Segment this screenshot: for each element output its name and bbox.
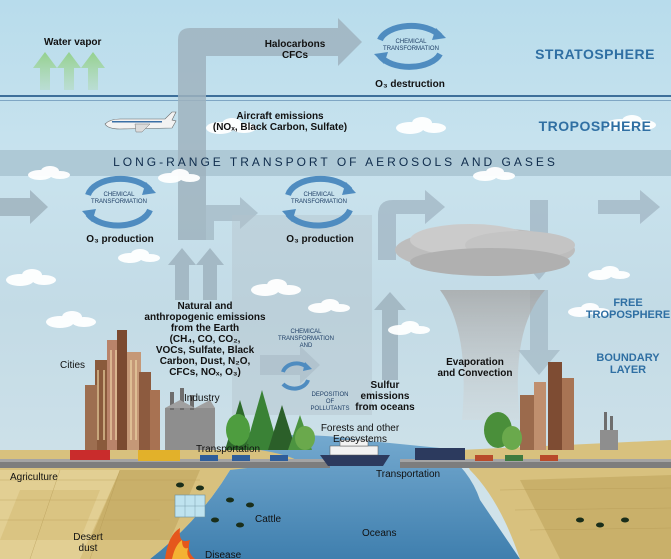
- fire-icon: [165, 528, 195, 559]
- o3-production-left: O₃ production: [86, 234, 154, 245]
- long-range-transport-label: LONG-RANGE TRANSPORT OF AEROSOLS AND GAS…: [113, 155, 558, 169]
- road-left: [0, 462, 330, 468]
- aircraft-emissions-label: Aircraft emissions (NOₓ, Black Carbon, S…: [212, 111, 348, 133]
- city-right: [484, 362, 618, 450]
- troposphere-label: TROPOSPHERE: [538, 118, 652, 134]
- agriculture-label: Agriculture: [10, 472, 58, 483]
- deposition-label: DEPOSITION OF POLLUTANTS: [310, 392, 350, 412]
- airplane-icon: [104, 111, 177, 133]
- chem-transformation-mid: CHEMICAL TRANSFORMATION: [291, 192, 347, 205]
- right-land: [460, 440, 671, 559]
- cities-label: Cities: [60, 360, 86, 371]
- emissions-label: Natural and anthropogenic emissions from…: [144, 301, 266, 378]
- chem-ring-left: [82, 175, 156, 229]
- transportation-left-label: Transportation: [196, 444, 261, 455]
- industry: [165, 388, 215, 450]
- ship-icon: [320, 439, 390, 466]
- chem-ring-mid: [282, 175, 356, 229]
- chem-ring-small: [281, 361, 312, 391]
- long-range-band: [0, 150, 671, 176]
- forest-left: [225, 390, 315, 450]
- vehicles: [70, 448, 558, 461]
- chem-transformation-and: CHEMICAL TRANSFORMATION AND: [278, 329, 334, 349]
- free-troposphere-label: FREE TROPOSPHERE: [585, 297, 671, 321]
- o3-production-mid: O₃ production: [286, 234, 354, 245]
- boundary-layer-label: BOUNDARY LAYER: [596, 352, 660, 376]
- tropopause-line-thin: [0, 100, 671, 101]
- oceans-label: Oceans: [362, 528, 397, 539]
- stratosphere-label: STRATOSPHERE: [535, 46, 655, 62]
- chem-transformation-strat: CHEMICAL TRANSFORMATION: [383, 39, 439, 52]
- road-right-edge: [400, 459, 671, 462]
- sulfur-emissions-label: Sulfur emissions from oceans: [355, 380, 415, 413]
- transportation-right-label: Transportation: [376, 469, 441, 480]
- tropopause-line: [0, 95, 671, 97]
- water-vapor-arrows: [33, 52, 105, 90]
- evaporation-label: Evaporation and Convection: [437, 357, 513, 379]
- road-right: [400, 462, 671, 468]
- o3-destruction-label: O₃ destruction: [375, 79, 445, 90]
- industry-label: Industry: [184, 393, 220, 404]
- desert-dust-label: Desert dust: [73, 532, 103, 554]
- clouds: [6, 115, 656, 335]
- cattle-label: Cattle: [255, 514, 282, 525]
- forests-label: Forests and other Ecosystems: [320, 423, 400, 445]
- disease-label: Disease: [205, 550, 242, 559]
- chem-transformation-left: CHEMICAL TRANSFORMATION: [91, 192, 147, 205]
- city-left: [85, 330, 160, 450]
- cattle-icons: [176, 482, 629, 528]
- water-vapor-label: Water vapor: [44, 37, 102, 48]
- left-land: [0, 450, 300, 559]
- convective-cloud: [395, 224, 575, 420]
- chem-ring-stratosphere: [374, 22, 446, 70]
- emission-plume: [232, 215, 372, 415]
- halocarbons-label: Halocarbons CFCs: [264, 39, 326, 61]
